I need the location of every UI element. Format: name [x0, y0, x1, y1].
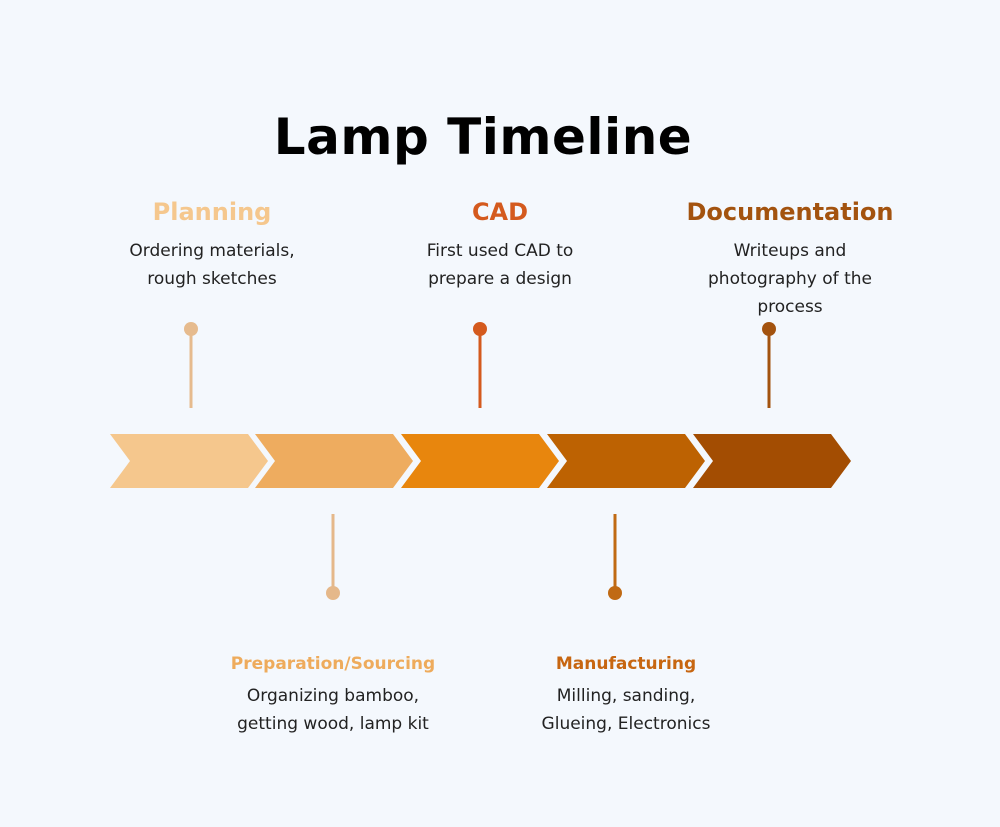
milestone-marker-1	[184, 322, 198, 408]
milestone-description: Milling, sanding, Glueing, Electronics	[541, 686, 711, 735]
timeline-segment-3	[401, 434, 559, 488]
milestone-description: First used CAD to prepare a design	[426, 240, 574, 289]
milestone-manufacturing: Manufacturing Milling, sanding, Glueing,…	[476, 654, 776, 738]
timeline-segment-2	[255, 434, 413, 488]
milestone-heading: Manufacturing	[555, 654, 697, 674]
milestone-marker-2	[326, 514, 340, 600]
timeline-segment-4	[547, 434, 705, 488]
milestone-description: Organizing bamboo, getting wood, lamp ki…	[237, 686, 429, 735]
timeline-segment-5	[693, 434, 851, 488]
milestone-description: Writeups and photography of the process	[708, 240, 872, 317]
milestone-heading: Documentation	[686, 198, 894, 226]
milestone-description: Ordering materials, rough sketches	[129, 240, 295, 289]
timeline-segment-1	[110, 434, 268, 488]
milestone-documentation: Documentation Writeups and photography o…	[640, 198, 940, 321]
milestone-marker-4	[608, 514, 622, 600]
milestone-marker-3	[473, 322, 487, 408]
milestone-heading: CAD	[471, 198, 529, 226]
milestone-planning: Planning Ordering materials, rough sketc…	[62, 198, 362, 293]
milestone-marker-5	[762, 322, 776, 408]
milestone-preparation-sourcing: Preparation/Sourcing Organizing bamboo, …	[183, 654, 483, 738]
milestone-heading: Preparation/Sourcing	[230, 654, 436, 674]
page-title: Lamp Timeline	[273, 108, 693, 166]
milestone-heading: Planning	[152, 198, 272, 226]
milestone-cad: CAD First used CAD to prepare a design	[350, 198, 650, 293]
